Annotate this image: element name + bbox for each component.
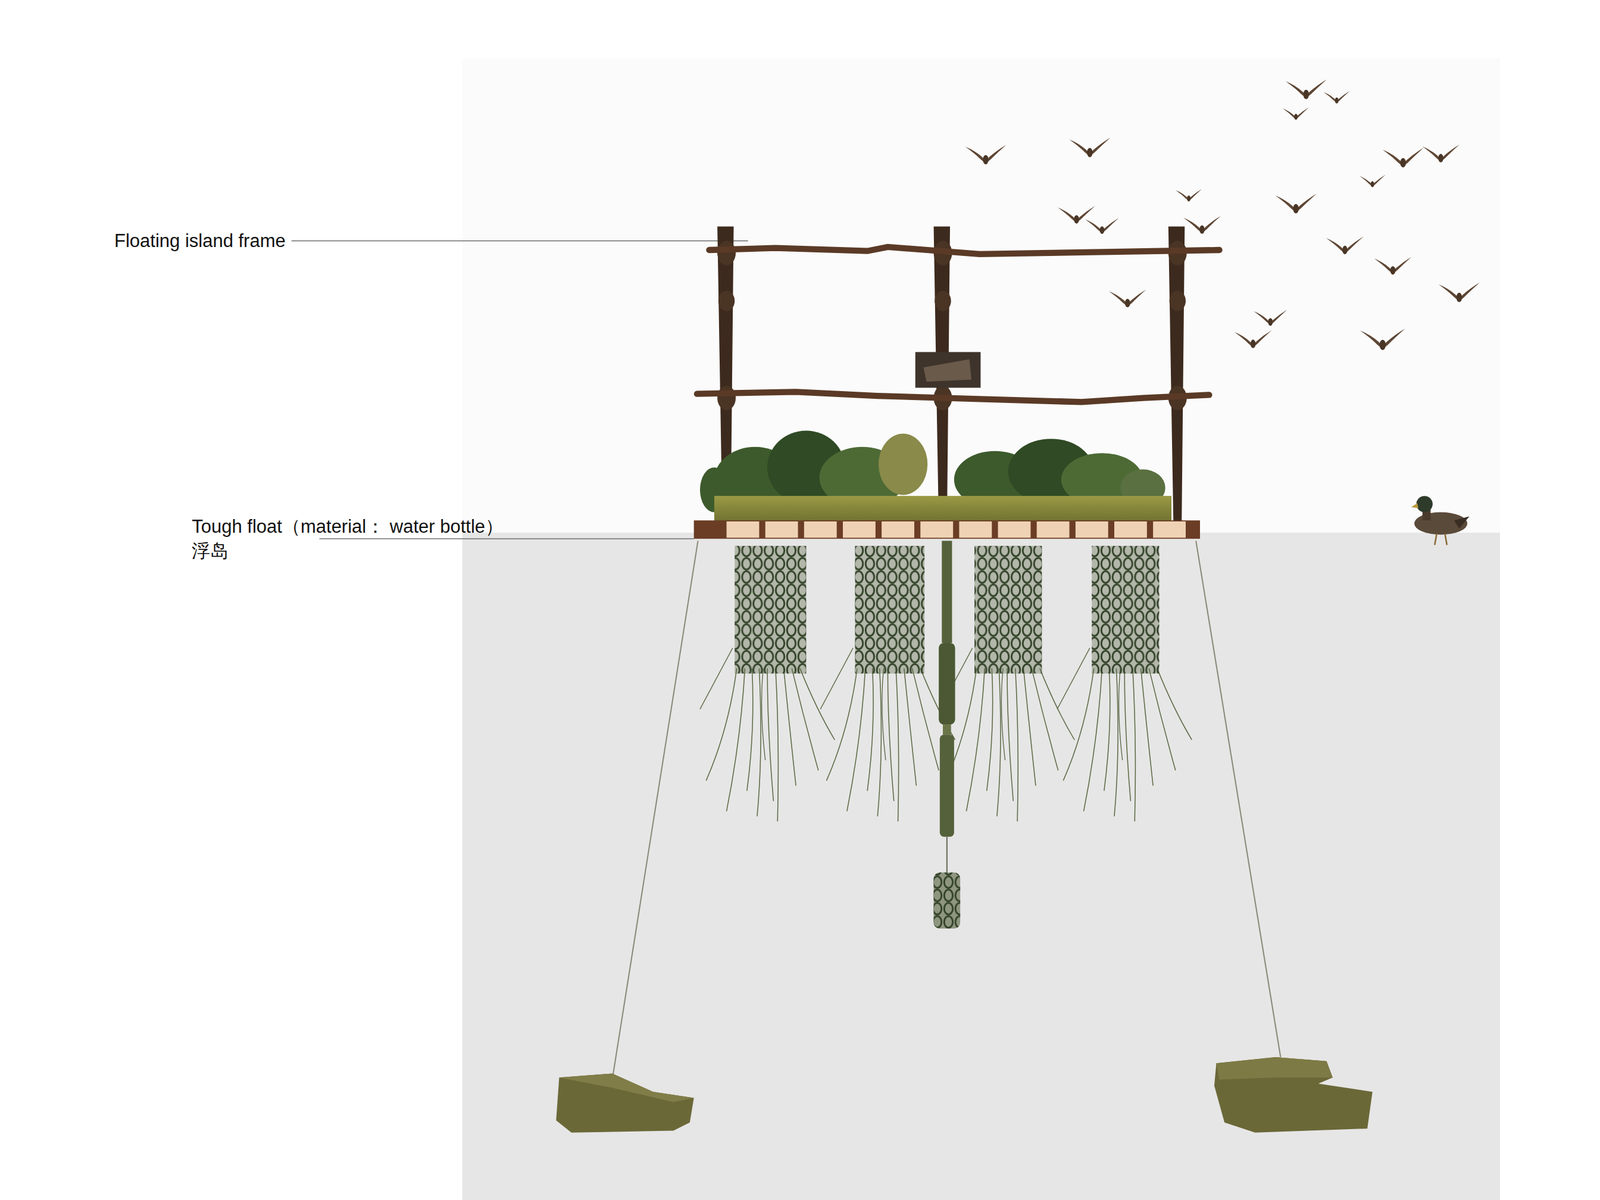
duck — [1434, 533, 1437, 546]
background — [462, 58, 1500, 1200]
anchor-chain — [933, 872, 961, 929]
birds — [1374, 256, 1412, 275]
leader-line — [291, 240, 749, 242]
plant-roots — [939, 648, 1075, 822]
plant-roots — [700, 648, 835, 822]
anchor-chain — [946, 836, 948, 874]
island-frame — [1168, 226, 1185, 527]
birds — [1234, 330, 1273, 349]
mooring-line — [612, 541, 1281, 1080]
vegetation — [878, 433, 928, 496]
anchor-chain — [938, 642, 955, 725]
mooring-line — [1195, 541, 1281, 1058]
bottle-float — [1152, 521, 1186, 538]
bottle-float — [842, 521, 876, 538]
anchor-rock — [1214, 1057, 1373, 1133]
callout-label: Floating island frame — [114, 230, 286, 252]
root-net — [855, 545, 925, 674]
birds — [1175, 188, 1202, 202]
plant-roots — [820, 648, 955, 822]
root-net — [1091, 545, 1159, 674]
anchor-chain — [941, 541, 952, 643]
root-net — [855, 545, 925, 674]
root-net — [734, 545, 806, 674]
leader-line — [291, 241, 749, 540]
callout-label: Tough float（material： water bottle） — [191, 516, 504, 538]
duck — [1411, 502, 1419, 509]
island-frame — [915, 351, 981, 388]
leader-line — [319, 538, 695, 539]
bottle-float — [765, 521, 799, 538]
island-frame — [1169, 291, 1186, 312]
anchor-chain — [939, 734, 955, 837]
bottle-float — [1036, 521, 1070, 538]
bottle-float — [998, 521, 1031, 538]
birds — [1057, 205, 1096, 224]
anchor-rock — [555, 1057, 1373, 1133]
bottle-float — [881, 521, 915, 538]
island-frame — [697, 391, 1210, 402]
island-frame — [718, 291, 735, 312]
island-frame — [934, 291, 951, 312]
bottle-float — [1075, 521, 1109, 538]
birds — [1422, 144, 1460, 163]
duck — [1416, 495, 1433, 512]
bottle-float — [694, 520, 1200, 539]
duck — [1411, 495, 1470, 545]
background — [462, 58, 1500, 534]
root-net — [974, 545, 1042, 674]
birds — [1275, 193, 1317, 214]
birds — [1438, 282, 1480, 303]
birds — [964, 79, 1480, 350]
island-frame — [717, 241, 736, 266]
root-net — [1091, 545, 1159, 674]
anchor-rock — [558, 1073, 694, 1102]
anchor-chain — [933, 872, 961, 929]
anchor-rock — [1216, 1057, 1333, 1080]
island-frame — [923, 358, 972, 382]
bottle-float — [726, 521, 760, 538]
birds — [1069, 137, 1111, 158]
root-net — [734, 545, 806, 674]
plant-roots — [1057, 648, 1192, 822]
background — [462, 532, 1500, 1200]
birds — [1382, 147, 1424, 168]
bottle-float — [1114, 521, 1148, 538]
duck — [1444, 533, 1447, 546]
vegetation — [700, 430, 1172, 523]
bottle-float — [804, 521, 837, 538]
island-frame — [717, 385, 736, 411]
birds — [1108, 289, 1147, 308]
birds — [1360, 328, 1405, 350]
birds — [1285, 79, 1327, 99]
island-frame — [708, 247, 1220, 255]
root-net — [974, 545, 1042, 674]
bottle-float — [958, 521, 992, 538]
birds — [1359, 174, 1386, 187]
callout-label-zh: 浮岛 — [191, 540, 229, 562]
mooring-line — [612, 541, 699, 1080]
birds — [964, 144, 1006, 165]
birds — [1085, 217, 1120, 234]
anchor-rock — [555, 1073, 694, 1133]
birds — [1282, 107, 1309, 120]
bottle-float — [694, 520, 1200, 539]
vegetation — [714, 495, 1172, 523]
birds — [1183, 216, 1221, 234]
island-frame — [697, 226, 1220, 527]
duck — [1454, 516, 1470, 529]
birds — [1323, 91, 1350, 104]
birds — [1326, 236, 1364, 255]
anchor-chain — [933, 541, 961, 929]
bottle-float — [920, 521, 953, 538]
anchor-chain — [942, 724, 952, 735]
birds — [1253, 309, 1288, 326]
